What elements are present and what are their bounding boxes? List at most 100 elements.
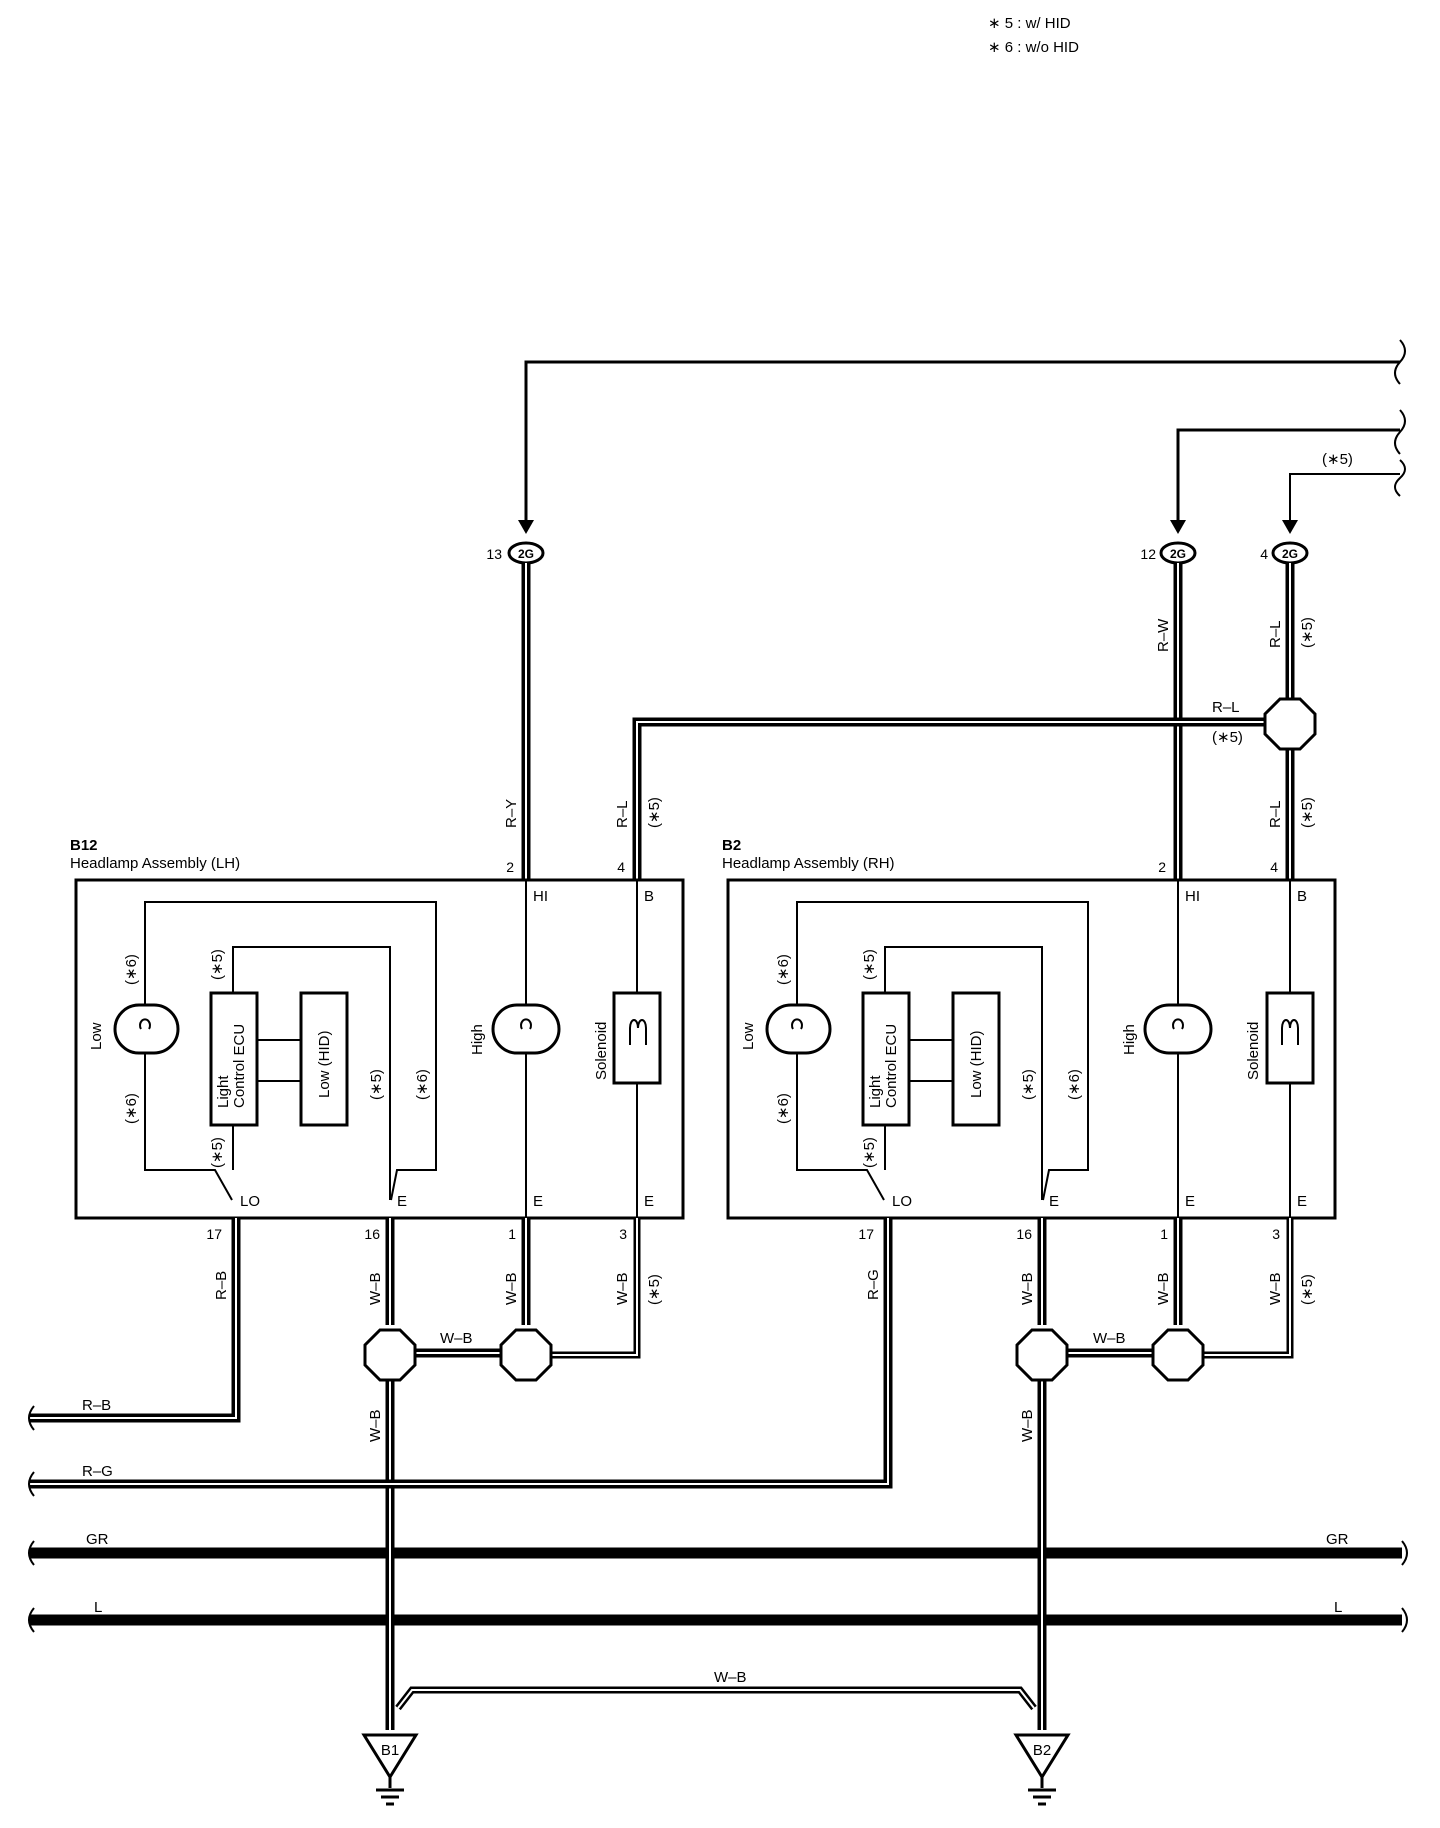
wire-w-b: W–B: [714, 1669, 747, 1686]
junction-w-b: [1151, 1328, 1205, 1382]
headlamp-assembly-lh: B12 Headlamp Assembly (LH) 2 4 HI B Low …: [70, 837, 685, 1242]
pin-number: 16: [364, 1226, 380, 1242]
pin-number: 1: [1160, 1226, 1168, 1242]
wire-w-b: W–B: [1093, 1330, 1126, 1347]
solenoid-label: Solenoid: [1245, 1022, 1262, 1080]
note-w-hid: ∗ 5 : w/ HID: [988, 15, 1071, 32]
tag-6: (∗6): [123, 1093, 140, 1124]
junction-w-b: [1015, 1328, 1069, 1382]
pin-number: 1: [508, 1226, 516, 1242]
assembly-name: Headlamp Assembly (LH): [70, 855, 240, 872]
lamp-low-label: Low: [88, 1022, 105, 1050]
tag-5: (∗5): [646, 797, 663, 828]
wire-labels-upper: R–Y R–L (∗5) R–W R–L (∗5) R–L (∗5) R–L (…: [503, 617, 1316, 828]
wire-r-l: R–L: [1212, 699, 1240, 716]
wire-w-b: W–B: [1267, 1272, 1284, 1305]
tag-5: (∗5): [368, 1069, 385, 1100]
tag-5: (∗5): [209, 949, 226, 980]
tag-5: (∗5): [209, 1137, 226, 1168]
top-feed-wires: (∗5): [524, 339, 1406, 520]
assembly-code: B2: [722, 837, 741, 854]
lamp-high-label: High: [1121, 1024, 1138, 1055]
terminal-label: E: [1049, 1193, 1059, 1210]
tag-5: (∗5): [1299, 797, 1316, 828]
pin-number: 17: [858, 1226, 874, 1242]
terminal-label: E: [533, 1193, 543, 1210]
connector-code: 2G: [1282, 547, 1298, 561]
wire-r-l: R–L: [1267, 620, 1284, 648]
wire-r-b: R–B: [213, 1271, 230, 1300]
pin-number: 4: [617, 859, 625, 875]
ecu-label-line1: Light: [215, 1075, 232, 1108]
wire-r-b: R–B: [82, 1397, 111, 1414]
wire-w-b: W–B: [1019, 1272, 1036, 1305]
junction-w-b: [499, 1328, 553, 1382]
terminal-label: E: [397, 1193, 407, 1210]
vertical-wires-upper: [521, 563, 1317, 880]
connector-2g-12: 2G 12: [1140, 520, 1197, 565]
connector-2g-4: 2G 4: [1260, 520, 1309, 565]
connector-pin: 13: [486, 546, 502, 562]
tag-6: (∗6): [1066, 1069, 1083, 1100]
tag-5: (∗5): [861, 1137, 878, 1168]
pin-number: 2: [1158, 859, 1166, 875]
terminal-label: E: [1297, 1193, 1307, 1210]
connector-code: 2G: [518, 547, 534, 561]
lamp-low-label: Low: [740, 1022, 757, 1050]
terminal-label: E: [1185, 1193, 1195, 1210]
wire-gr: GR: [86, 1531, 109, 1548]
wire-gr: GR: [1326, 1531, 1349, 1548]
wire-l: L: [1334, 1599, 1342, 1616]
wire-w-b: W–B: [1155, 1272, 1172, 1305]
terminal-label: LO: [892, 1193, 912, 1210]
tag-6: (∗6): [123, 954, 140, 985]
low-hid-label: Low (HID): [316, 1030, 333, 1098]
wire-w-b: W–B: [614, 1272, 631, 1305]
connector-code: 2G: [1170, 547, 1186, 561]
wire-w-b: W–B: [503, 1272, 520, 1305]
terminal-label: HI: [1185, 888, 1200, 905]
wire-r-w: R–W: [1155, 618, 1172, 652]
lower-wires: [28, 1218, 1408, 1730]
connector-pin: 12: [1140, 546, 1156, 562]
wire-w-b: W–B: [367, 1272, 384, 1305]
wire-l: L: [94, 1599, 102, 1616]
ground-b2: B2: [1013, 1733, 1071, 1806]
wire-r-y: R–Y: [503, 799, 520, 828]
assembly-name: Headlamp Assembly (RH): [722, 855, 895, 872]
tag-feed-5: (∗5): [1322, 451, 1353, 468]
junction-w-b: [363, 1328, 417, 1382]
wire-r-l: R–L: [614, 800, 631, 828]
wire-labels-lower: R–B W–B W–B W–B (∗5) W–B W–B R–G W–B W–B…: [82, 1269, 1349, 1686]
junction-r-l: [1263, 697, 1317, 751]
wire-r-g: R–G: [865, 1269, 882, 1300]
pin-number: 3: [1272, 1226, 1280, 1242]
pin-number: 4: [1270, 859, 1278, 875]
connector-2g-13: 2G 13: [486, 520, 545, 565]
terminal-label: B: [644, 888, 654, 905]
wire-w-b: W–B: [440, 1330, 473, 1347]
pin-number: 17: [206, 1226, 222, 1242]
tag-5: (∗5): [1299, 617, 1316, 648]
tag-6: (∗6): [775, 954, 792, 985]
tag-5: (∗5): [861, 949, 878, 980]
terminal-label: E: [644, 1193, 654, 1210]
pin-number: 3: [619, 1226, 627, 1242]
tag-6: (∗6): [775, 1093, 792, 1124]
ecu-label-line2: Control ECU: [883, 1024, 900, 1108]
assembly-code: B12: [70, 837, 98, 854]
pin-number: 16: [1016, 1226, 1032, 1242]
ground-code: B2: [1033, 1742, 1051, 1759]
terminal-label: LO: [240, 1193, 260, 1210]
tag-5: (∗5): [1212, 729, 1243, 746]
lamp-high-label: High: [469, 1024, 486, 1055]
solenoid-label: Solenoid: [593, 1022, 610, 1080]
note-wo-hid: ∗ 6 : w/o HID: [988, 39, 1079, 56]
wire-r-l: R–L: [1267, 800, 1284, 828]
tag-5: (∗5): [646, 1274, 663, 1305]
ecu-label-line2: Control ECU: [231, 1024, 248, 1108]
tag-5: (∗5): [1020, 1069, 1037, 1100]
ecu-label-line1: Light: [867, 1075, 884, 1108]
tag-5: (∗5): [1299, 1274, 1316, 1305]
